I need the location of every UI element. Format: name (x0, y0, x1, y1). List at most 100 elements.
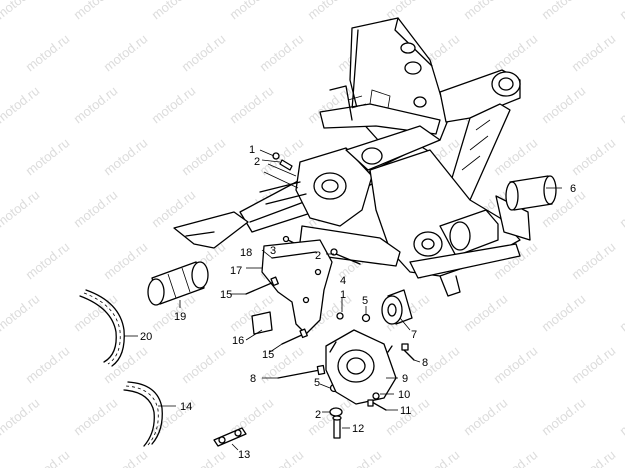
watermark-text: motod.ru (23, 239, 73, 282)
callout-10: 10 (398, 389, 410, 401)
bolt-11 (367, 399, 374, 407)
watermark-text: motod.ru (569, 343, 619, 386)
watermark-text: motod.ru (101, 239, 151, 282)
callout-5: 5 (314, 377, 320, 389)
center-mount-boss (313, 172, 347, 200)
watermark-text: motod.ru (23, 447, 73, 468)
callout-7: 7 (411, 329, 417, 341)
watermark-text: motod.ru (0, 291, 42, 334)
watermark-text: motod.ru (569, 31, 619, 74)
part-16-pad (251, 311, 273, 335)
watermark-text: motod.ru (569, 447, 619, 468)
watermark-text: motod.ru (101, 31, 151, 74)
watermark-text: motod.ru (0, 187, 42, 230)
callout-3: 3 (270, 245, 276, 257)
tower-hole-1 (400, 42, 416, 54)
callout-2: 2 (315, 250, 321, 262)
part-20-chain (79, 289, 125, 367)
watermark-text: motod.ru (383, 0, 433, 22)
watermark-text: motod.ru (617, 291, 625, 334)
washer-10 (372, 392, 380, 400)
watermark-text: motod.ru (539, 83, 589, 126)
watermark-text: motod.ru (569, 135, 619, 178)
watermark-text: motod.ru (71, 291, 121, 334)
callout-13: 13 (238, 449, 250, 461)
tower-hole-3 (413, 96, 427, 108)
watermark-text: motod.ru (0, 395, 42, 438)
watermark-text: motod.ru (491, 343, 541, 386)
watermark-text: motod.ru (23, 343, 73, 386)
watermark-text: motod.ru (461, 0, 511, 22)
watermark-text: motod.ru (179, 31, 229, 74)
watermark-text: motod.ru (617, 395, 625, 438)
lower-hardware (329, 392, 387, 439)
watermark-text: motod.ru (413, 447, 463, 468)
callout-18: 18 (240, 247, 252, 259)
watermark-text: motod.ru (539, 291, 589, 334)
watermark-text: motod.ru (149, 83, 199, 126)
watermark-text: motod.ru (71, 83, 121, 126)
pin-12 (333, 417, 341, 439)
watermark-text: motod.ru (227, 0, 277, 22)
watermark-text: motod.ru (101, 135, 151, 178)
watermark-text: motod.ru (617, 0, 625, 22)
callout-1: 1 (340, 289, 346, 301)
callout-11: 11 (400, 405, 411, 417)
callout-12: 12 (352, 423, 364, 435)
nut-1b (336, 312, 344, 320)
watermark-text: motod.ru (335, 447, 385, 468)
watermark-text: motod.ru (71, 187, 121, 230)
part-15-bolts (245, 276, 308, 345)
watermark-text: motod.ru (149, 0, 199, 22)
watermark-text: motod.ru (257, 31, 307, 74)
watermark-text: motod.ru (539, 0, 589, 22)
part-6-bushing (505, 175, 557, 211)
callout-labels: 1 2 2 1 2 3 4 5 5 6 7 8 8 9 10 11 12 13 … (140, 144, 576, 461)
watermark-text: motod.ru (305, 395, 355, 438)
watermark-text: motod.ru (0, 83, 42, 126)
callout-4: 4 (340, 275, 346, 287)
watermark-text: motod.ru (179, 447, 229, 468)
watermark-text: motod.ru (461, 291, 511, 334)
callout-9: 9 (402, 373, 408, 385)
part-7-bushing (381, 289, 413, 325)
left-bracket-arm (173, 211, 249, 249)
part-9-housing (325, 329, 397, 405)
callout-8: 8 (250, 373, 256, 385)
watermark-text: motod.ru (491, 31, 541, 74)
callout-8: 8 (422, 357, 428, 369)
washer-2a (279, 159, 293, 171)
part-19-roller (147, 261, 209, 306)
watermark-text: motod.ru (461, 395, 511, 438)
callout-17: 17 (230, 265, 242, 277)
watermark-text: motod.ru (71, 395, 121, 438)
washer-2c (329, 407, 343, 417)
watermark-text: motod.ru (491, 135, 541, 178)
watermark-text: motod.ru (539, 395, 589, 438)
callout-1: 1 (249, 144, 255, 156)
watermark-text: motod.ru (101, 447, 151, 468)
watermark-text: motod.ru (227, 83, 277, 126)
callout-16: 16 (232, 335, 244, 347)
watermark-text: motod.ru (257, 447, 307, 468)
callout-15: 15 (262, 349, 274, 361)
watermark-text: motod.ru (617, 83, 625, 126)
right-lower-rail (409, 243, 521, 279)
callout-19: 19 (174, 311, 186, 323)
callout-15: 15 (220, 289, 232, 301)
pivot-bearing (413, 231, 443, 257)
part-8-bolts (277, 343, 415, 379)
callout-14: 14 (180, 401, 192, 413)
watermark-text: motod.ru (491, 447, 541, 468)
callout-5: 5 (362, 295, 368, 307)
tower-hole-2 (404, 61, 422, 75)
watermark-text: motod.ru (0, 0, 42, 22)
watermark-text: motod.ru (101, 343, 151, 386)
watermark-text: motod.ru (179, 343, 229, 386)
watermark-text: motod.ru (71, 0, 121, 22)
part-14-chain (123, 381, 163, 447)
frame-assembly (173, 17, 531, 297)
upper-bearing (491, 71, 521, 97)
watermark-text: motod.ru (569, 239, 619, 282)
